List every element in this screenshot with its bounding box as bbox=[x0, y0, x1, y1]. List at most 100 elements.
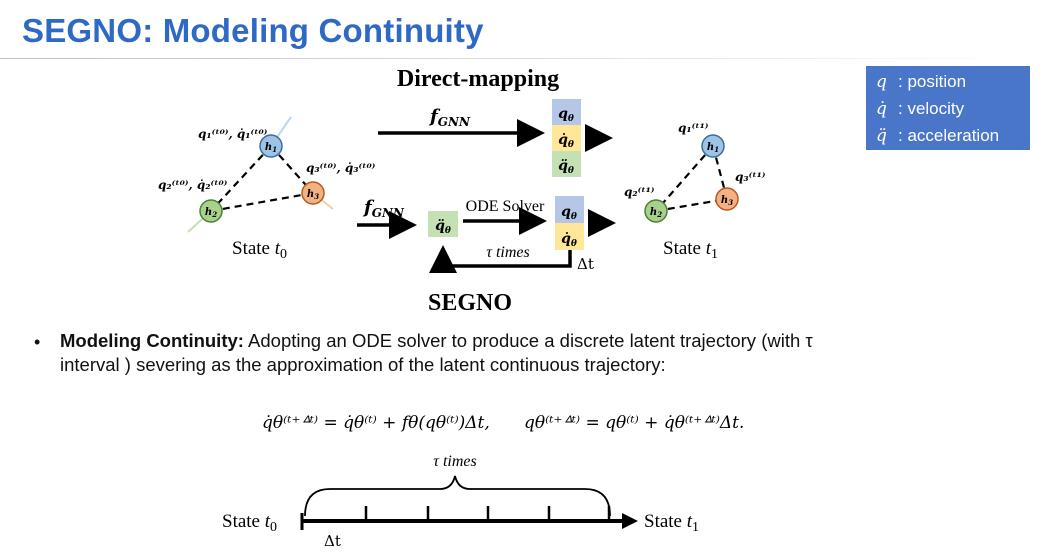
timeline-start-label: State t0 bbox=[222, 511, 277, 535]
legend-item-position: q: position bbox=[876, 72, 967, 92]
graph-state-t0: h1 h2 h3 q₁⁽ᵗ⁰⁾, q̇₁⁽ᵗ⁰⁾ q₂⁽ᵗ⁰⁾, q̇₂⁽ᵗ⁰⁾… bbox=[158, 116, 376, 233]
node-h1 bbox=[259, 134, 283, 158]
timeline-arrowhead bbox=[622, 513, 638, 529]
node-t1-h2-label: h2 bbox=[650, 207, 662, 219]
state-t1-word: State bbox=[663, 238, 701, 259]
box-qddot-top bbox=[552, 151, 581, 177]
node-t1-h1 bbox=[701, 134, 725, 158]
ode-solver-label: ODE Solver bbox=[466, 198, 545, 215]
timeline-end-sub: 1 bbox=[692, 520, 699, 535]
state-t0-var: t bbox=[275, 238, 281, 259]
fgnn-top-sub: GNN bbox=[438, 115, 471, 129]
direct-mapping-label: Direct-mapping bbox=[397, 66, 559, 92]
box-q-segno-sym: q bbox=[561, 204, 571, 220]
legend-symbol: q bbox=[876, 72, 887, 92]
box-q-top bbox=[552, 99, 581, 125]
state-t1-var: t bbox=[706, 238, 712, 259]
box-qddot-segno-label: q̈θ bbox=[435, 217, 451, 236]
page-title: SEGNO: Modeling Continuity bbox=[22, 12, 484, 49]
legend-box: q: position q̇: velocity q̈: acceleratio… bbox=[866, 66, 1030, 150]
edge-h2-h3 bbox=[210, 191, 314, 213]
node-h3-values: q₃⁽ᵗ⁰⁾, q̇₃⁽ᵗ⁰⁾ bbox=[306, 161, 376, 175]
timeline-start-var: t bbox=[265, 511, 271, 532]
state-t0-label: State t0 bbox=[232, 238, 287, 262]
box-q-top-theta: θ bbox=[568, 114, 574, 124]
box-q-top-label: qθ bbox=[558, 106, 574, 124]
node-t1-h2-values: q₂⁽ᵗ¹⁾ bbox=[624, 185, 655, 199]
graph-state-t1: h1 h2 h3 q₁⁽ᵗ¹⁾ q₂⁽ᵗ¹⁾ q₃⁽ᵗ¹⁾ bbox=[624, 121, 766, 223]
box-qdot-segno-label: q̇θ bbox=[561, 230, 577, 249]
legend-label: acceleration bbox=[907, 126, 1000, 145]
fgnn-bottom-sub: GNN bbox=[372, 206, 405, 220]
state-t1-label: State t1 bbox=[663, 238, 718, 262]
fgnn-top-label: fGNN bbox=[428, 106, 471, 129]
tau-loop-arrow bbox=[429, 245, 572, 273]
node-t1-h3-label: h3 bbox=[721, 195, 733, 207]
box-q-segno-theta: θ bbox=[571, 212, 577, 222]
timeline-end-var: t bbox=[687, 511, 693, 532]
timeline-end-word: State bbox=[644, 511, 682, 532]
timeline-delta-t-label: Δt bbox=[324, 532, 341, 550]
node-h2-label: h2 bbox=[205, 207, 217, 219]
node-h1-label: h1 bbox=[265, 142, 277, 154]
legend-item-acceleration: q̈: acceleration bbox=[876, 126, 1000, 146]
edge-t1-h1-h2 bbox=[655, 145, 714, 212]
box-qddot-segno bbox=[428, 211, 458, 237]
bullet-body-line1: Adopting an ODE solver to produce a disc… bbox=[243, 330, 813, 351]
state-t0-word: State bbox=[232, 238, 270, 259]
delta-t-loop-label: Δt bbox=[577, 255, 594, 273]
edge-h1-h2 bbox=[210, 145, 272, 212]
node-h1-values: q₁⁽ᵗ⁰⁾, q̇₁⁽ᵗ⁰⁾ bbox=[198, 127, 268, 141]
tau-times-loop-label: τ times bbox=[486, 244, 530, 261]
box-qddot-segno-sym: q̈ bbox=[435, 217, 445, 234]
bullet-text-line2: interval ) severing as the approximation… bbox=[60, 354, 666, 376]
bullet-text-line1: Modeling Continuity: Adopting an ODE sol… bbox=[60, 330, 813, 352]
node-t1-h3-values: q₃⁽ᵗ¹⁾ bbox=[735, 170, 766, 184]
state-t1-sub: 1 bbox=[711, 247, 718, 262]
fgnn-bottom-label: fGNN bbox=[362, 197, 405, 220]
timeline-start-word: State bbox=[222, 511, 260, 532]
box-qdot-segno-sym: q̇ bbox=[561, 230, 571, 247]
timeline-end-label: State t1 bbox=[644, 511, 699, 535]
box-qdot-top-theta: θ bbox=[568, 140, 574, 150]
title-divider bbox=[0, 58, 1032, 59]
box-qdot-top-label: q̇θ bbox=[558, 131, 574, 150]
box-qdot-segno-theta: θ bbox=[571, 239, 577, 249]
legend-label: velocity bbox=[907, 99, 965, 118]
timeline: τ times State t0 State t1 Δt bbox=[222, 453, 699, 550]
box-qdot-top-sym: q̇ bbox=[558, 131, 568, 148]
bullet-marker: • bbox=[34, 332, 41, 352]
tau-times-loop-text: τ times bbox=[486, 244, 530, 261]
node-h3-label: h3 bbox=[307, 189, 319, 201]
segno-label: SEGNO bbox=[428, 290, 512, 316]
equation-velocity-update: q̇θ⁽ᵗ⁺ᐞᵗ⁾ = q̇θ⁽ᵗ⁾ + fθ(qθ⁽ᵗ⁾)Δt, bbox=[262, 413, 490, 433]
legend-item-velocity: q̇: velocity bbox=[876, 99, 965, 119]
legend-symbol: q̈ bbox=[876, 126, 887, 146]
node-h3 bbox=[301, 181, 325, 205]
node-h2-values: q₂⁽ᵗ⁰⁾, q̇₂⁽ᵗ⁰⁾ bbox=[158, 178, 228, 192]
timeline-brace bbox=[304, 475, 611, 517]
bullet-body-line2: interval ) severing as the approximation… bbox=[60, 354, 666, 375]
equation-position-update: qθ⁽ᵗ⁺ᐞᵗ⁾ = qθ⁽ᵗ⁾ + q̇θ⁽ᵗ⁺ᐞᵗ⁾Δt. bbox=[524, 413, 744, 433]
box-qddot-top-theta: θ bbox=[568, 166, 574, 176]
box-q-segno bbox=[555, 196, 584, 223]
box-q-segno-label: qθ bbox=[561, 204, 577, 222]
box-q-top-sym: q bbox=[558, 106, 568, 122]
edge-t1-h1-h3 bbox=[711, 145, 729, 200]
edge-t1-h2-h3 bbox=[655, 197, 728, 213]
box-qddot-top-sym: q̈ bbox=[558, 157, 568, 174]
box-qddot-top-label: q̈θ bbox=[558, 157, 574, 176]
node-t1-h1-label: h1 bbox=[707, 142, 719, 154]
node-h2 bbox=[199, 199, 223, 223]
box-qdot-top bbox=[552, 125, 581, 151]
node-t1-h2 bbox=[644, 199, 668, 223]
bullet-heading: Modeling Continuity: bbox=[60, 330, 244, 351]
node-t1-h3 bbox=[715, 187, 739, 211]
node-t1-h1-values: q₁⁽ᵗ¹⁾ bbox=[678, 121, 709, 135]
state-t0-sub: 0 bbox=[280, 247, 287, 262]
box-qdot-segno bbox=[555, 223, 584, 250]
timeline-start-sub: 0 bbox=[270, 520, 277, 535]
box-qddot-segno-theta: θ bbox=[445, 226, 451, 236]
legend-symbol: q̇ bbox=[876, 99, 887, 119]
